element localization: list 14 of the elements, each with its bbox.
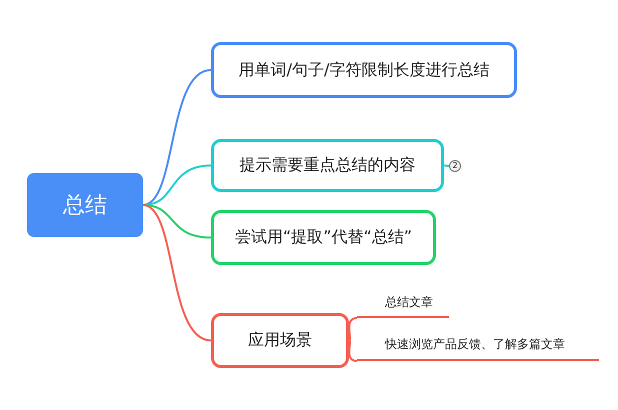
branch-line [142, 204, 212, 238]
branch-line [348, 340, 358, 362]
branch-line [142, 69, 212, 206]
branch-line [444, 164, 450, 167]
topic-box: 应用场景 [211, 313, 349, 368]
branch-line [348, 317, 358, 342]
count-badge: 2 [449, 160, 461, 172]
branch-text: 总结文章 [357, 288, 449, 318]
topic-box: 用单词/句子/字符限制长度进行总结 [211, 42, 517, 98]
topic-box: 提示需要重点总结的内容 [211, 139, 444, 192]
root-box: 总结 [27, 173, 143, 237]
branch-line [142, 204, 212, 342]
topic-box: 尝试用“提取”代替“总结” [211, 210, 436, 265]
branch-text: 快速浏览产品反馈、了解多篇文章 [357, 330, 599, 361]
